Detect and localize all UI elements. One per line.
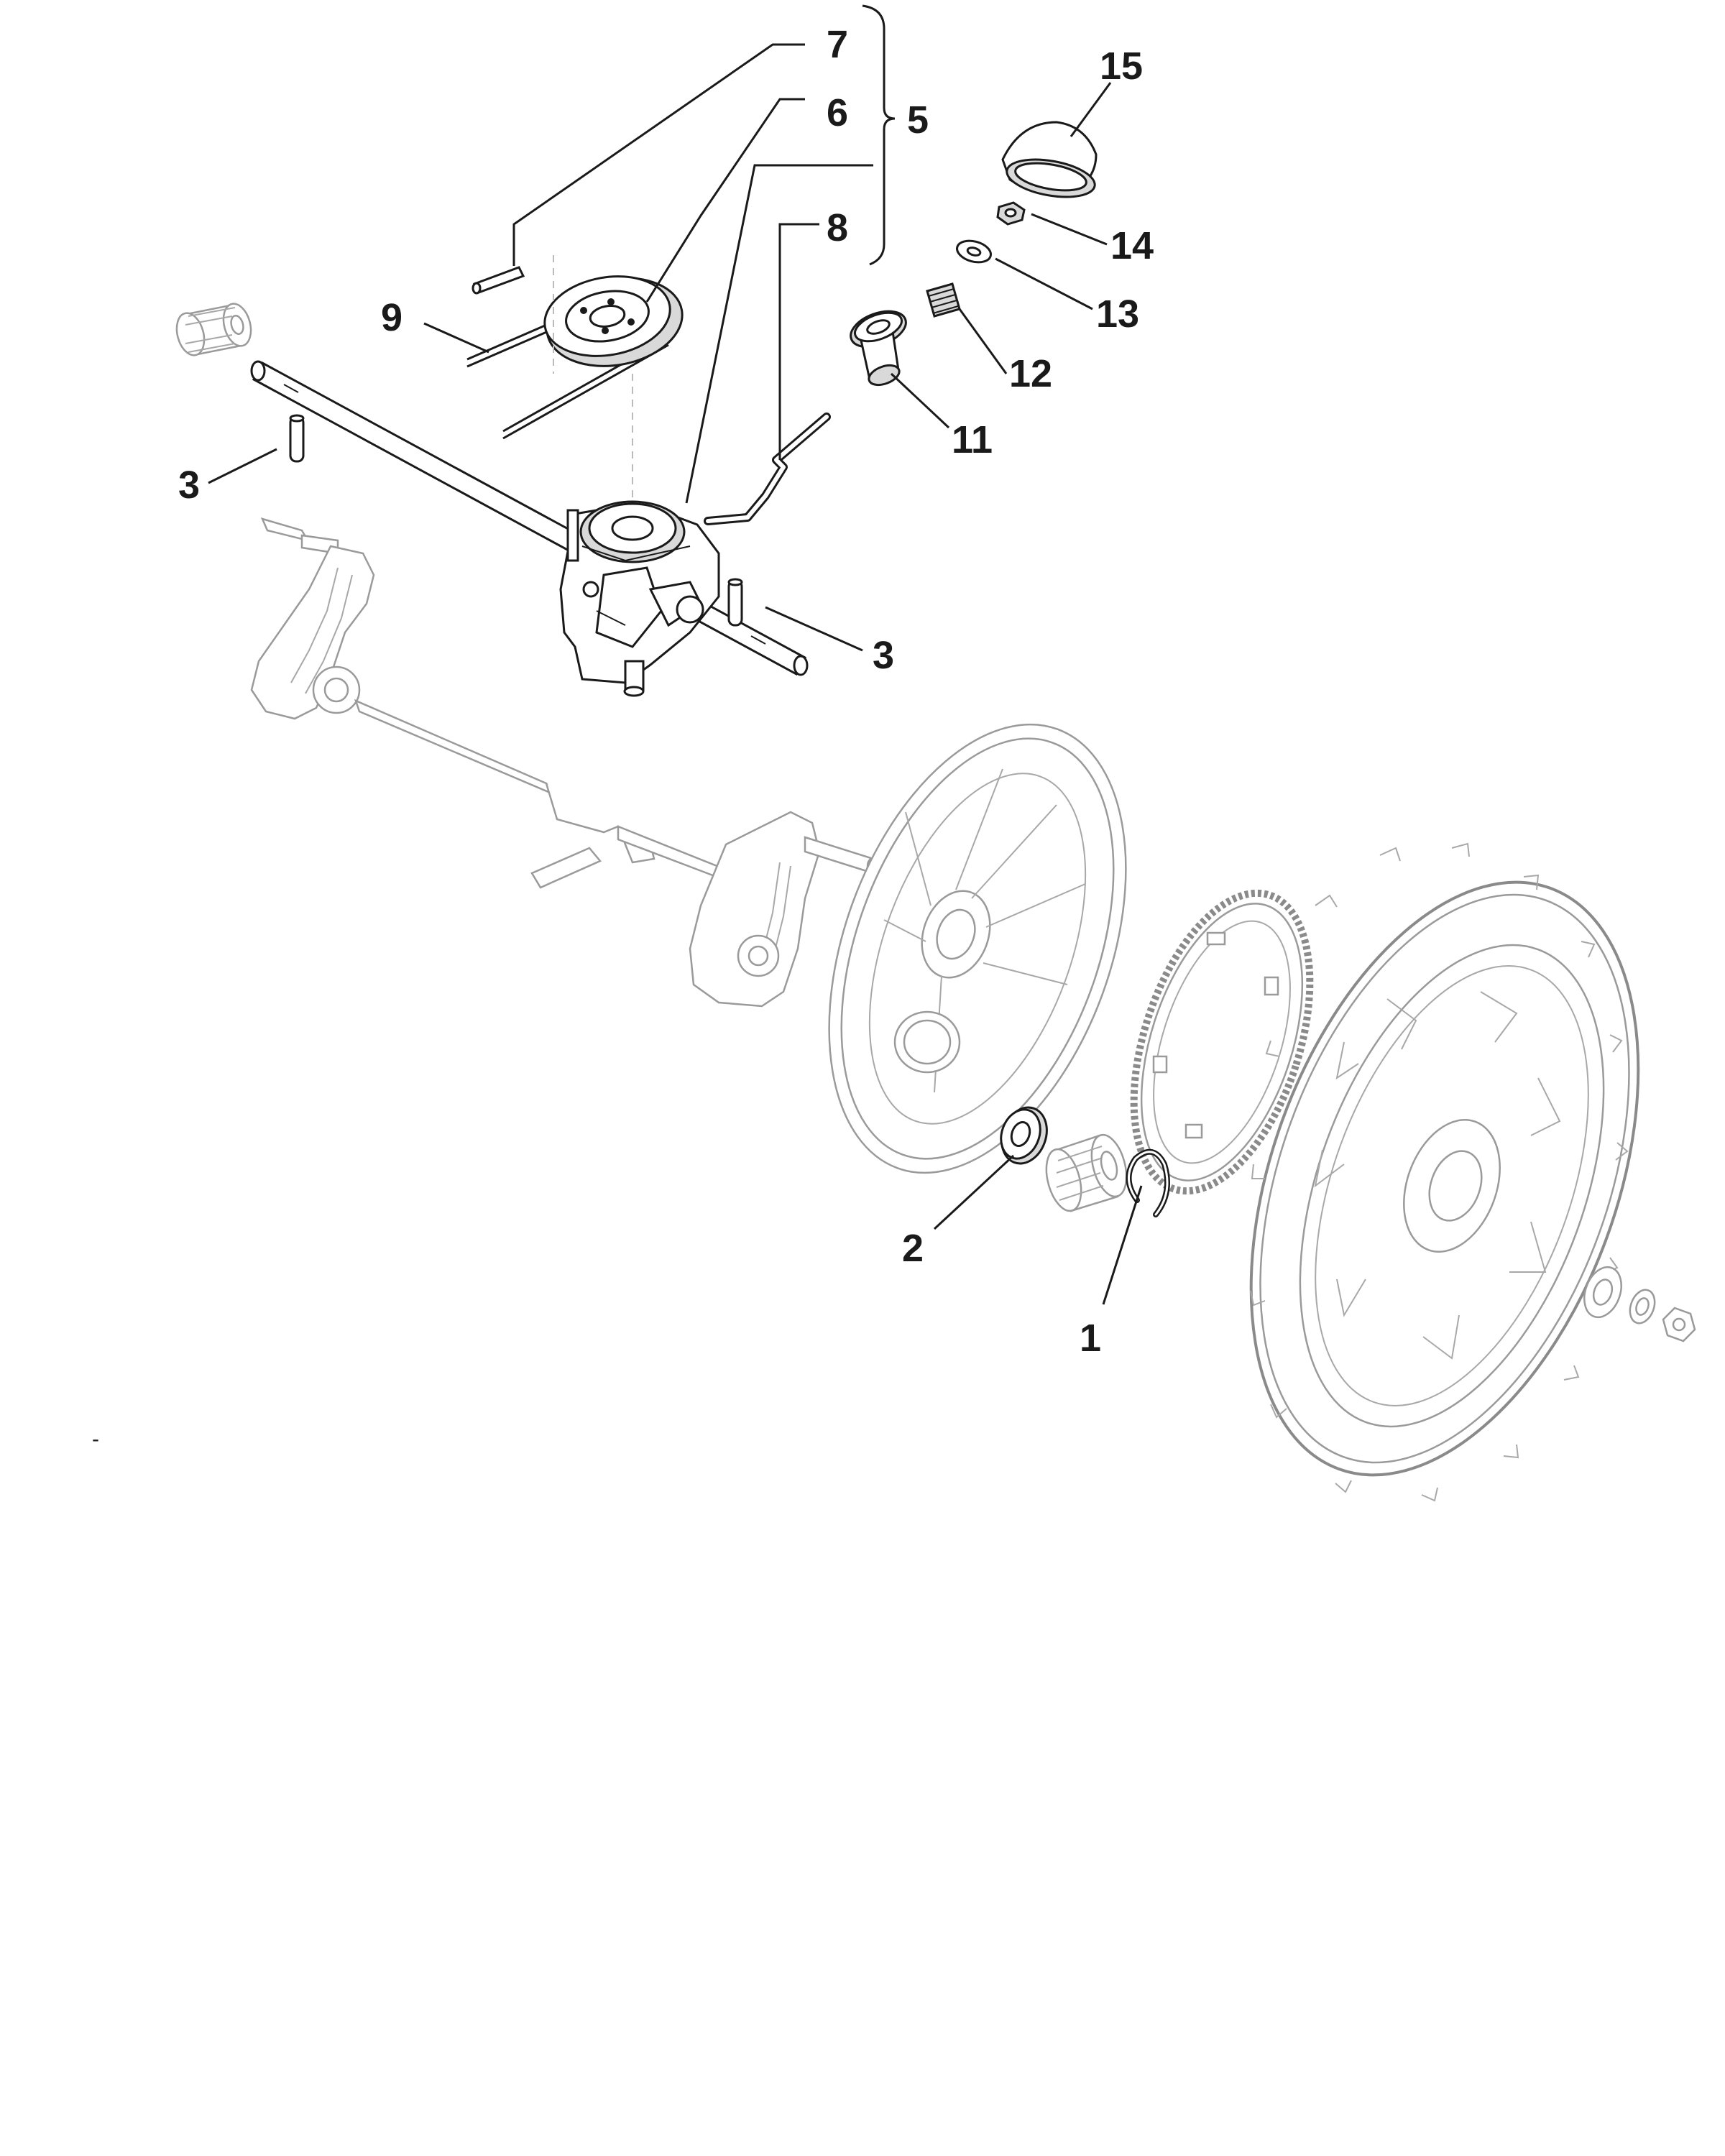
roll-pin-lower <box>727 578 743 627</box>
callout-2: 2 <box>902 1227 924 1270</box>
pulley <box>543 275 684 367</box>
alignment-lines <box>553 255 633 503</box>
bushing <box>850 310 907 387</box>
key-pin <box>472 266 525 295</box>
callout-14: 14 <box>1110 224 1154 267</box>
drive-pinion <box>1045 1133 1128 1212</box>
callout-11: 11 <box>952 418 993 461</box>
bearing <box>1000 1106 1048 1165</box>
callout-6: 6 <box>827 91 848 134</box>
circlip <box>1126 1148 1170 1217</box>
callout-1: 1 <box>1080 1317 1101 1360</box>
left-pinion <box>175 303 252 356</box>
control-rod <box>704 413 831 525</box>
wheel-end-hardware <box>1583 1266 1696 1342</box>
callout-8: 8 <box>827 206 848 249</box>
spring <box>926 282 961 318</box>
callout-13: 13 <box>1096 292 1139 336</box>
cap <box>1001 121 1098 198</box>
callout-3-lower: 3 <box>873 634 894 677</box>
callout-7: 7 <box>827 23 848 66</box>
callout-9: 9 <box>381 296 402 339</box>
ring-gear <box>1130 889 1314 1195</box>
height-adjust-axle-assembly <box>250 517 880 1008</box>
callout-12: 12 <box>1009 352 1052 395</box>
callout-3-upper: 3 <box>178 464 200 507</box>
callout-15: 15 <box>1100 45 1143 88</box>
gearbox-housing <box>559 500 720 697</box>
rear-wheel-tyre <box>1249 842 1640 1502</box>
wheel-rim-hub <box>828 723 1127 1174</box>
roll-pin-upper <box>289 414 305 463</box>
leader-lines <box>208 4 1143 1305</box>
callout-5: 5 <box>907 98 929 142</box>
stray-dash-mark: - <box>92 1427 99 1451</box>
washer <box>956 239 992 264</box>
callout-labels: 7 6 5 8 9 3 3 15 14 13 12 11 2 1 - <box>92 23 1154 1451</box>
nut <box>996 201 1026 226</box>
